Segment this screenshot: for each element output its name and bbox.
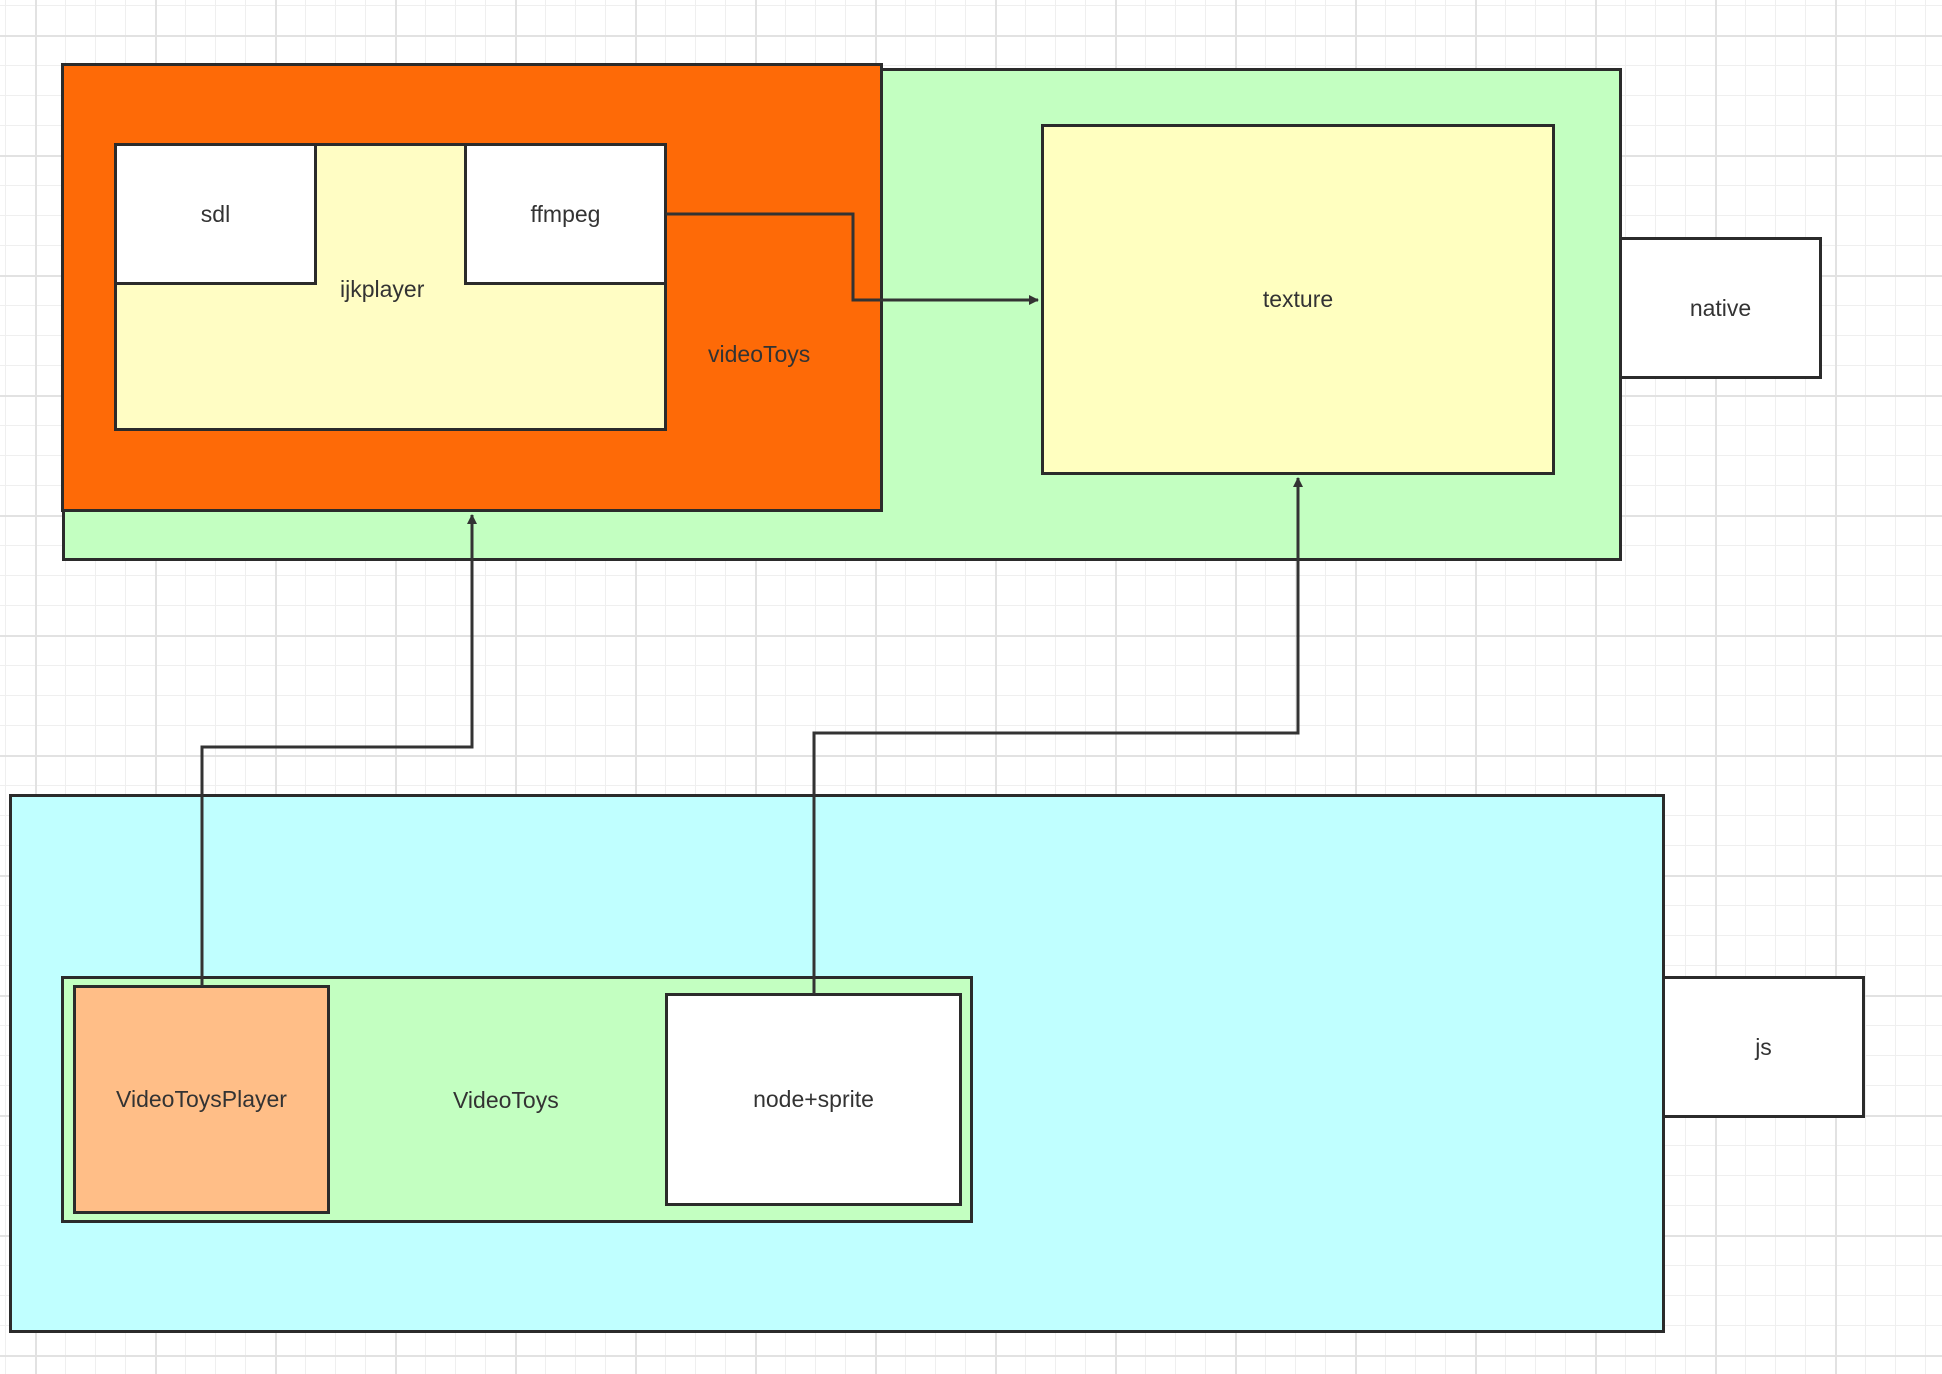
texture-box[interactable]: texture: [1041, 124, 1555, 475]
js-label-box[interactable]: js: [1662, 976, 1865, 1118]
native-label: native: [1689, 294, 1752, 321]
videotoysplayer-box[interactable]: VideoToysPlayer: [73, 985, 330, 1214]
arrow-ffmpeg-to-texture[interactable]: [666, 212, 1039, 305]
native-label-box[interactable]: native: [1619, 237, 1822, 379]
node-sprite-label: node+sprite: [753, 1086, 874, 1112]
texture-label: texture: [1262, 286, 1334, 312]
videotoys-js-label: VideoToys: [453, 1087, 559, 1113]
ijkplayer-label: ijkplayer: [340, 276, 425, 302]
videotoys-native-label: videoToys: [708, 341, 811, 367]
arrow-node-sprite-to-texture[interactable]: [812, 477, 1303, 994]
videotoysplayer-label: VideoToysPlayer: [116, 1086, 287, 1112]
sdl-box[interactable]: sdl: [114, 143, 317, 285]
arrow-player-to-videotoys[interactable]: [200, 514, 477, 986]
js-label: js: [1755, 1033, 1772, 1060]
sdl-label: sdl: [200, 200, 231, 227]
ffmpeg-box[interactable]: ffmpeg: [464, 143, 667, 285]
node-sprite-box[interactable]: node+sprite: [665, 993, 962, 1206]
ffmpeg-label: ffmpeg: [530, 200, 601, 227]
